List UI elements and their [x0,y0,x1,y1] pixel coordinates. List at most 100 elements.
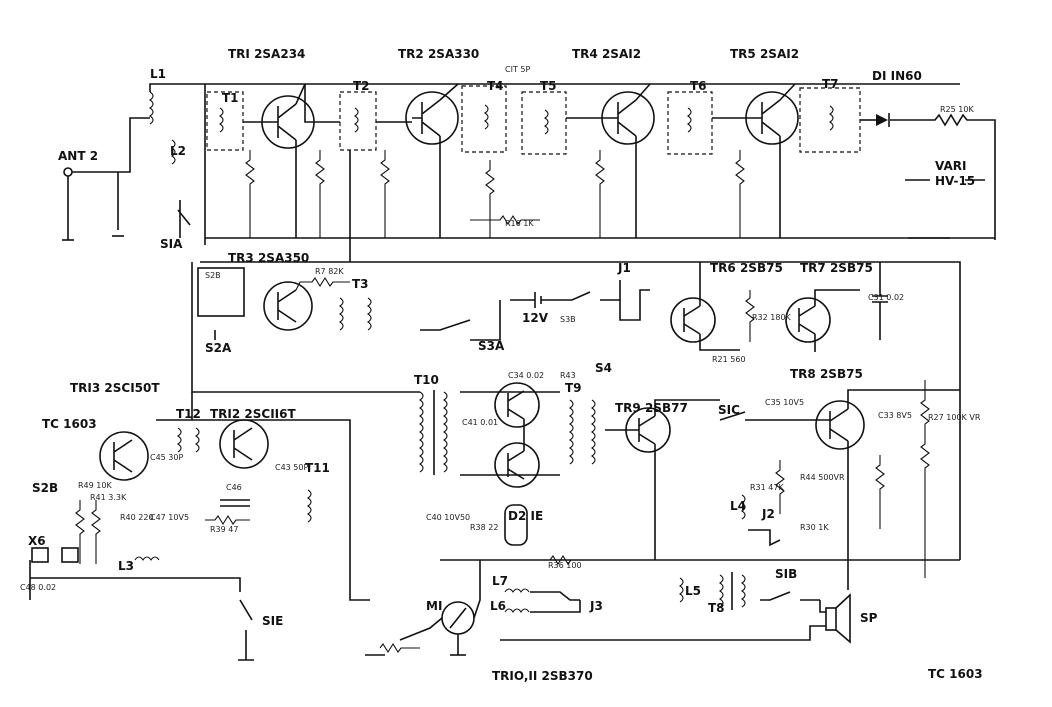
l6-label: L6 [490,599,506,613]
tr6-label: TR6 2SB75 [710,261,783,275]
l5-coil [679,577,684,603]
s1c-label: SIC [718,403,740,417]
tc1603-left-label: TC 1603 [42,417,97,431]
tr13-symbol [99,431,149,481]
s3b-label: S3B [560,315,576,324]
t3-label: T3 [352,277,369,291]
c33-label: C33 8V5 [878,411,912,420]
t1-shield [206,91,244,151]
c31-label: C31 0.02 [868,293,904,302]
r25-label: R25 10K [940,105,974,114]
tr13-label: TRI3 2SCI50T [70,381,160,395]
l5-label: L5 [685,584,701,598]
d2-label: D2 IE [508,509,543,523]
tr7-inner [798,305,816,335]
lower-left-wiring [156,392,370,601]
tr4-leads [566,83,651,238]
ant-cap-wire [67,172,119,240]
t9-label: T9 [565,381,582,395]
tr5-label: TR5 2SAI2 [730,47,799,61]
t9-coil [569,399,596,465]
lower-left-bus [29,560,241,600]
tr12-symbol [219,419,269,469]
tr1-leads [243,83,306,238]
l1-label: L1 [150,67,166,81]
tr3-label: TR3 2SA350 [228,251,309,265]
tr4-label: TR4 2SAI2 [572,47,641,61]
t5-coil [544,109,549,135]
sp-label: SP [860,611,878,625]
t10-coil [419,391,448,473]
tr9-wiring [605,399,720,560]
tr1-label: TRI 2SA234 [228,47,305,61]
s1e-label: SIE [262,614,283,628]
t2-shield [339,91,377,151]
t7-shield [799,87,861,153]
l3-label: L3 [118,559,134,573]
s1e-switch [238,599,254,661]
c47-label: C47 10V5 [150,513,189,522]
r7-label: R7 82K [315,267,344,276]
l6-coil [504,608,530,613]
l2-coil [171,139,176,165]
j1-jack [619,280,650,321]
r49-label: R49 10K [78,481,112,490]
s1c-switch [719,411,770,421]
s1a-label: SIA [160,237,183,251]
s1b-switch [760,591,820,601]
battery-symbol [510,292,560,308]
tr3-symbol [263,281,313,331]
r31-label: R31 47K [750,483,784,492]
r32-resistor [745,290,755,342]
tr5-inner [761,99,781,137]
r30-label: R30 1K [800,523,829,532]
meter-series-resistor [379,642,420,654]
tr2-symbol [405,91,459,145]
tr10-inner [507,390,525,420]
l4-coil [741,494,746,520]
c48-label: C48 0.02 [20,583,56,592]
t12-label: T12 [176,407,201,421]
t2-label: T2 [353,79,370,93]
speaker-cone [835,593,851,644]
s3a-wire [420,300,501,341]
hv-label: HV-15 [935,174,975,188]
t12-coil [177,427,200,453]
d2-body [504,504,528,546]
tr2-inner [421,99,441,137]
r36-label: R36 100 [548,561,582,570]
r32-label: R32 180K [752,313,792,322]
r16-label: R16 1K [505,219,534,228]
tr2-leads [412,83,459,238]
meter-wiring [399,560,481,655]
ant-label: ANT 2 [58,149,98,163]
t11-coil [307,489,312,523]
t10-label: T10 [414,373,439,387]
t3-coil [339,297,372,331]
l1-coil [149,91,154,125]
t6-label: T6 [690,79,707,93]
r25-resistor [890,113,996,240]
t1-label: T1 [222,91,239,105]
t1-coil [219,107,224,133]
diode-symbol [876,114,888,126]
diode-label: DI IN60 [872,69,922,83]
tr7-label: TR7 2SB75 [800,261,873,275]
j2-label: J2 [761,507,775,521]
tr10-11-label: TRIO,II 2SB370 [492,669,593,683]
t6-coil [687,107,692,133]
r43-label: R43 [560,371,576,380]
t11-label: T11 [305,461,330,475]
tr12-inner [233,427,253,461]
t5-label: T5 [540,79,557,93]
s2a-label: S2A [205,341,232,355]
tr11-symbol [494,442,540,488]
j3-label: J3 [589,599,603,613]
t7-label: T7 [822,77,839,91]
cit-label: CIT 5P [505,65,530,74]
j1-label: J1 [617,261,631,275]
tr3-inner [277,289,297,323]
c46-cap [220,499,250,507]
s2b-top-box [197,267,245,317]
